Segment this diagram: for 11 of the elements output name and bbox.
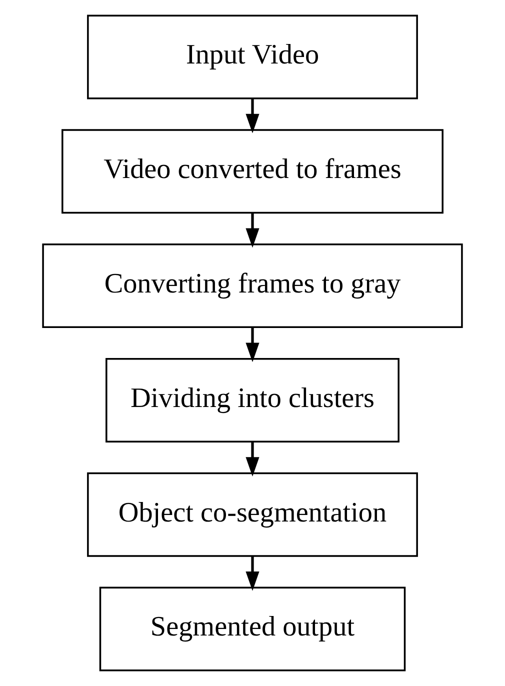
node-box: Segmented output	[99, 586, 406, 672]
node-box: Video converted to frames	[62, 129, 444, 214]
arrow	[246, 213, 260, 248]
node-box: Converting frames to gray	[42, 244, 463, 328]
node-box: Dividing into clusters	[106, 358, 400, 442]
arrow	[246, 328, 260, 362]
node-box: Input Video	[87, 14, 418, 100]
node-box: Object co-segmentation	[87, 472, 418, 557]
arrow	[246, 556, 260, 591]
arrow	[246, 442, 260, 477]
arrow	[246, 98, 260, 134]
